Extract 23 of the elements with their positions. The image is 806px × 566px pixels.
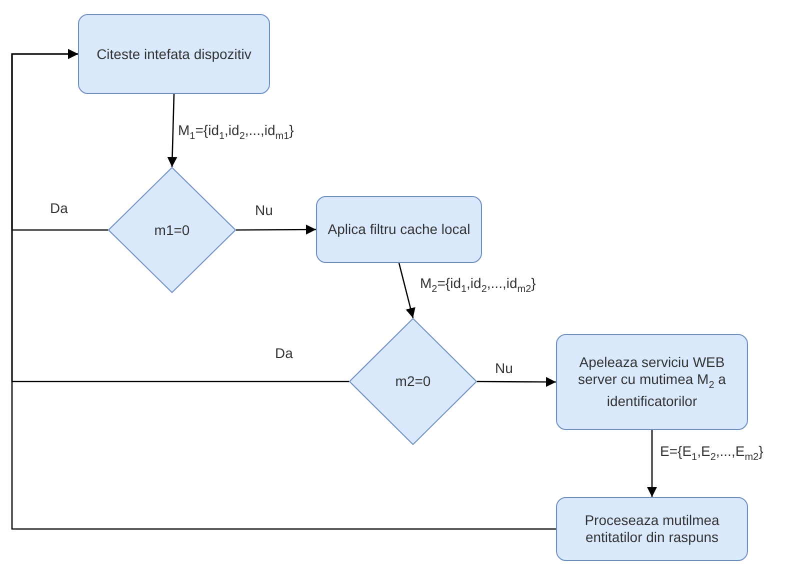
node-text: Aplica filtru cache local [328, 221, 470, 238]
edge-label: M$_{2}$={id$_{1}$,id$_{2}$,...,id$_{m2}$} [420, 275, 536, 297]
edge-label: Nu [255, 202, 273, 219]
arrow [236, 224, 316, 235]
node-text: Apeleaza serviciu WEB server cu mutimea M$_{2}$ a identificatorilor [577, 354, 727, 410]
arrow [647, 430, 657, 497]
node-text: Citeste intefata dispozitiv [96, 46, 252, 62]
node-text: m1=0 [154, 222, 190, 238]
edge-label: E={E$_{1}$,E$_{2}$,...,E$_{m2}$} [660, 443, 764, 465]
edge-label: Da [275, 345, 293, 362]
node-text: m2=0 [395, 373, 431, 390]
edge-label: M$_{1}$={id$_{1}$,id$_{2}$,...,id$_{m1}$} [178, 122, 294, 144]
process-box [556, 334, 748, 430]
edge-label: Da [50, 200, 68, 217]
arrow [398, 262, 416, 318]
arrow [477, 376, 556, 387]
process-box [78, 14, 270, 94]
process-box [556, 497, 748, 561]
process-box [316, 196, 482, 263]
node-text: Proceseaza mutilmea entitatilor din raspuns [584, 512, 720, 546]
arrow [167, 94, 178, 168]
edge-label: Nu [495, 360, 513, 377]
arrow [11, 49, 556, 530]
